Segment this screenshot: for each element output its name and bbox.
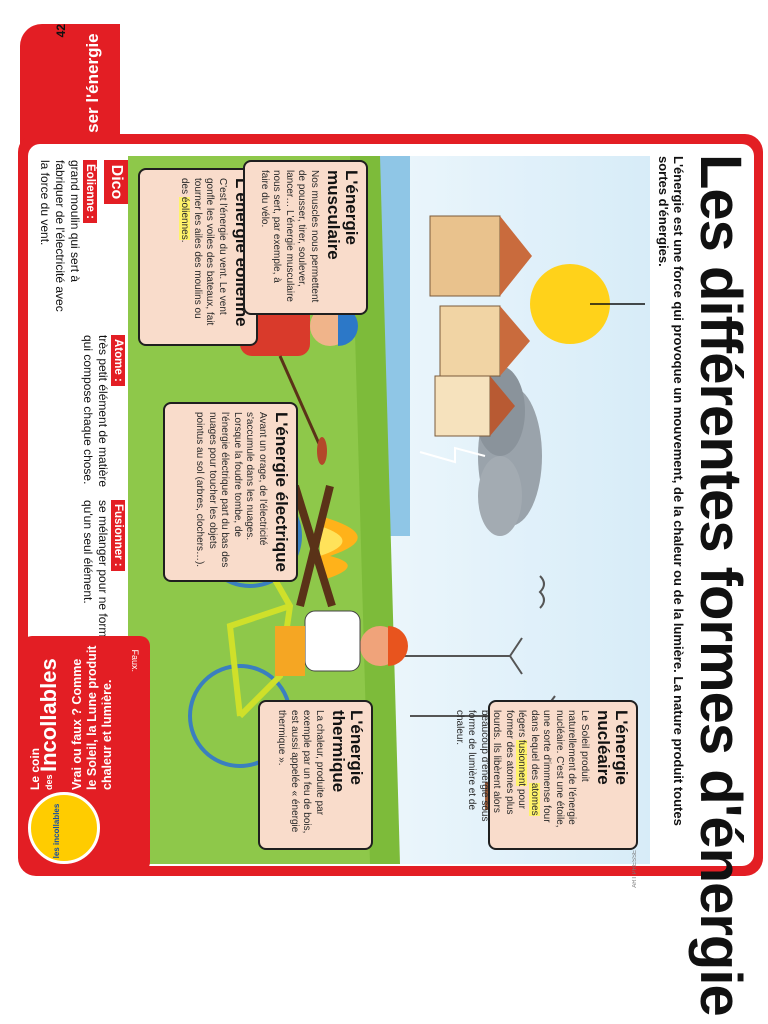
box-nucleaire-highlight-atomes: atomes [529, 782, 540, 816]
dico-term: Fusionner : [111, 500, 125, 571]
box-energie-musculaire: L'énergie musculaire Nos muscles nous pe… [243, 160, 368, 315]
box-musculaire-title: L'énergie musculaire [324, 170, 361, 260]
box-thermique-title: L'énergie thermique [329, 710, 366, 793]
dico-term: Éolienne : [83, 160, 97, 223]
box-nucleaire-text-b: légers [516, 710, 528, 741]
village-houses [429, 215, 532, 437]
dico-section: Dico Éolienne : grand moulin qui sert à … [32, 160, 128, 680]
dico-definition: très petit élément de matière qui compos… [81, 335, 110, 488]
box-thermique-text: La chaleur, produite par exemple par un … [276, 710, 326, 834]
incollables-label-des: des [44, 774, 54, 790]
incollables-box: les incollables Le coin des Incollables … [22, 636, 150, 872]
incollables-badge-icon [28, 792, 100, 864]
box-nucleaire-title: L'énergie nucléaire [594, 710, 631, 785]
dico-definition: grand moulin qui sert à fabriquer de l'é… [38, 160, 82, 312]
dico-entry: Atome : très petit élément de matière qu… [80, 335, 128, 495]
dico-term: Atome : [111, 335, 125, 386]
sun-icon [530, 264, 610, 344]
box-musculaire-text: Nos muscles nous permettent de pousser, … [259, 170, 320, 303]
box-nucleaire-highlight-fusionnent: fusionnent [516, 740, 528, 787]
incollables-question: Vrai ou faux ? Comme le Soleil, la Lune … [70, 645, 114, 790]
box-energie-thermique: L'énergie thermique La chaleur, produite… [258, 700, 373, 850]
cyclist-figure [275, 610, 408, 676]
dico-label: Dico [104, 160, 128, 204]
box-nucleaire-text: Le Soleil produit naturellement de l'éne… [453, 710, 590, 840]
incollables-badge-text: les incollables [52, 803, 61, 859]
bird-icon [538, 575, 545, 609]
incollables-brand: Incollables [36, 658, 61, 772]
incollables-answer: Faux. [130, 649, 140, 672]
dico-entry: Éolienne : grand moulin qui sert à fabri… [37, 160, 100, 320]
credit: ART PRESSE [632, 850, 638, 888]
campfire-icon [291, 484, 358, 608]
box-energie-nucleaire: L'énergie nucléaire Le Soleil produit na… [454, 700, 638, 850]
